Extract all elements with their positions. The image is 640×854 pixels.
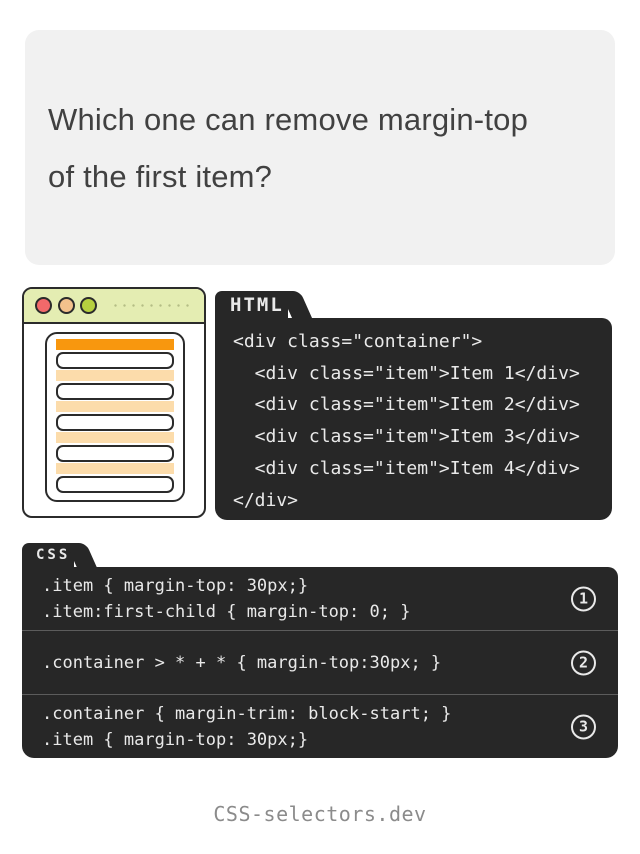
mock-item-2: [56, 382, 174, 400]
margin-top-highlight-bar: [56, 339, 174, 350]
css-code-panel: .item { margin-top: 30px;} .item:first-c…: [22, 567, 618, 758]
margin-gap-2: [56, 401, 174, 412]
option-number-badge-1: 1: [571, 586, 596, 611]
mock-item-4: [56, 444, 174, 462]
mock-item-3: [56, 413, 174, 431]
traffic-light-red-icon: [35, 297, 52, 314]
css-option-2[interactable]: .container > * + * { margin-top:30px; } …: [22, 630, 618, 694]
browser-mock-window: [22, 287, 206, 518]
html-code-panel: <div class="container"> <div class="item…: [215, 318, 612, 520]
html-tab: HTML: [215, 291, 288, 318]
option-number-badge-2: 2: [571, 650, 596, 675]
css-tab: CSS: [22, 543, 75, 567]
css-option-3[interactable]: .container { margin-trim: block-start; }…: [22, 694, 618, 758]
css-option-2-line-1: .container > * + * { margin-top:30px; }: [42, 652, 442, 673]
browser-titlebar: [24, 289, 204, 324]
traffic-light-yellow-icon: [57, 297, 75, 314]
html-code-line-6: </div>: [233, 489, 299, 511]
html-code-line-1: <div class="container">: [233, 331, 483, 352]
margin-gap-1: [56, 370, 174, 381]
html-code-line-4: <div class="item">Item 3</div>: [233, 426, 580, 448]
mock-container: [45, 332, 185, 502]
question-text-line-1: Which one can remove margin-top: [48, 101, 529, 137]
html-code-line-3: <div class="item">Item 2</div>: [233, 394, 580, 416]
css-tab-label: CSS: [36, 547, 71, 563]
css-option-1[interactable]: .item { margin-top: 30px;} .item:first-c…: [22, 567, 618, 630]
margin-gap-4: [56, 463, 174, 474]
css-option-3-line-2: .item { margin-top: 30px;}: [42, 729, 309, 750]
option-number-badge-3: 3: [571, 714, 596, 739]
mock-item-5: [56, 475, 174, 493]
traffic-light-green-icon: [80, 297, 97, 314]
question-text-line-2: of the first item?: [48, 158, 273, 194]
html-code-line-5: <div class="item">Item 4</div>: [233, 457, 580, 479]
footer-brand: CSS-selectors.dev: [213, 802, 427, 826]
browser-viewport: [24, 324, 204, 502]
titlebar-dotted-texture: [110, 304, 194, 307]
css-option-1-line-2: .item:first-child { margin-top: 0; }: [42, 601, 411, 622]
question-card: Which one can remove margin-top of the f…: [25, 30, 615, 265]
margin-gap-3: [56, 432, 174, 443]
html-code-line-2: <div class="item">Item 1</div>: [233, 362, 580, 384]
html-tab-label: HTML: [230, 293, 284, 316]
mock-item-1: [56, 351, 174, 369]
css-option-1-line-1: .item { margin-top: 30px;}: [42, 575, 309, 596]
css-option-3-line-1: .container { margin-trim: block-start; }: [42, 703, 452, 724]
